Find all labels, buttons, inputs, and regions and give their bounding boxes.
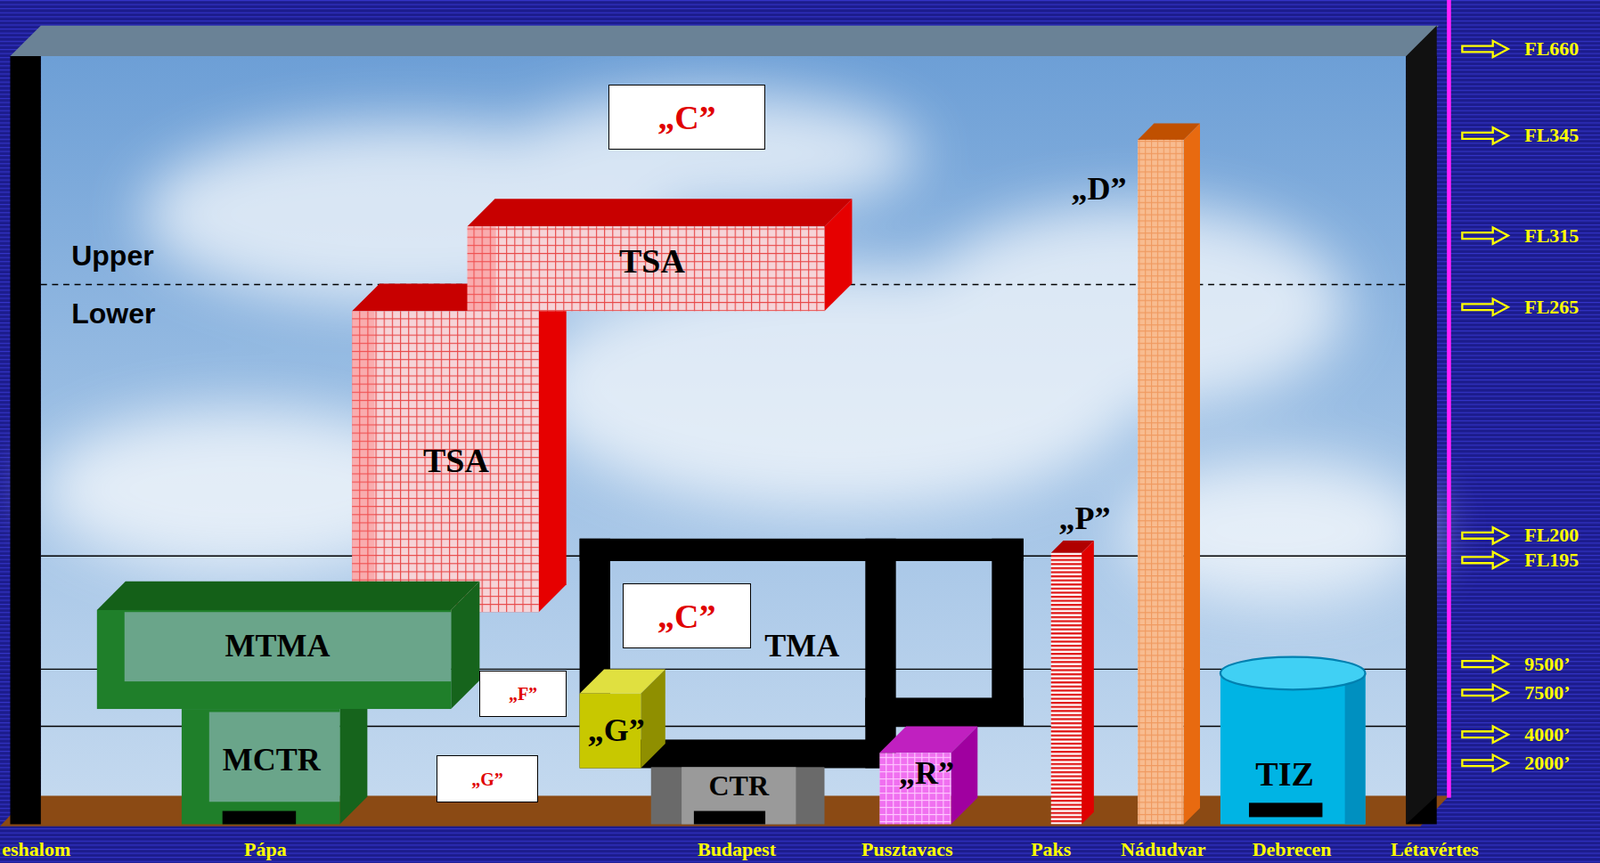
node-text: „F” [508,685,538,703]
region-label: Lower [71,299,156,328]
node-text: TIZ [1255,757,1314,792]
airspace-g-label: „G” [573,707,660,755]
d-airspace-bar [1137,123,1200,825]
p-airspace-bar [1051,540,1094,825]
node-text: TSA [423,443,490,478]
airspace-class-box: „C” [622,583,752,649]
altitude-label: 9500’ [1524,654,1570,675]
roof-slab [9,25,1439,57]
frame-pillar [1405,25,1437,825]
level-arrow [1461,685,1509,702]
node-text: „P” [1059,502,1111,535]
level-arrow [1461,127,1509,144]
altitude-label: 7500’ [1524,683,1570,703]
location-label: Létavértes [1390,840,1479,860]
node-text: MTMA [225,629,331,662]
altitude-label: FL265 [1524,297,1579,318]
tma-label: TMA [752,620,851,671]
level-arrow [1461,40,1509,58]
altitude-label: FL660 [1524,39,1579,59]
airspace-class-box: „F” [479,670,566,719]
node-text: „D” [1071,172,1127,205]
tma-frame [579,538,1024,769]
level-arrow [1461,655,1509,672]
level-arrow [1461,552,1509,569]
node-text: CTR [708,771,769,800]
airspace-class-box: „G” [436,755,538,804]
airspace-r-label: „R” [877,750,976,798]
tsa-lower-shape [351,283,567,613]
mctr-label: MCTR [183,734,360,786]
node-text: TSA [619,244,686,278]
node-text: „R” [898,757,955,790]
altitude-label: FL200 [1524,525,1579,546]
level-arrow [1461,527,1509,544]
level-arrow [1461,755,1509,772]
node-text: „G” [471,770,504,789]
altitude-label: FL195 [1524,550,1579,571]
location-label: Nádudvar [1120,840,1206,860]
mtma-shape [97,581,481,710]
level-arrow [1461,227,1509,244]
tiz-label: TIZ [1224,750,1345,800]
location-label: Pusztavacs [861,840,954,860]
tsa-label: TSA [374,428,538,492]
altitude-label: 2000’ [1524,753,1570,774]
region-label: Upper [71,241,154,270]
node-text: „C” [657,599,716,634]
ctr-shape [651,767,825,825]
airspace-class-box: „C” [608,84,766,150]
location-label: Debrecen [1252,840,1332,860]
location-label: eshalom [1,840,71,860]
node-text: TMA [764,629,840,662]
mtma-label: MTMA [124,617,432,675]
altitude-label: FL345 [1524,125,1579,146]
level-arrow [1461,726,1509,743]
sky [40,56,1407,801]
altitude-label: FL315 [1524,226,1579,246]
location-label: Paks [1030,840,1071,860]
ctr-label: CTR [681,767,796,804]
tiz-cylinder [1220,657,1366,825]
airspace-p-label: „P” [1048,496,1120,541]
location-label: Pápa [244,840,287,860]
node-text: MCTR [222,743,321,776]
r-airspace-cube [879,726,978,825]
frame-pillar [9,56,41,825]
level-arrows [1461,40,1509,772]
level-arrow [1461,299,1509,316]
altitude-label: 4000’ [1524,725,1570,745]
airspace-d-label: „D” [1061,165,1137,213]
fir-boundary [1446,0,1452,799]
tsa-label: TSA [479,226,825,296]
location-label: Budapest [697,840,776,860]
clouds [40,91,1429,603]
g-airspace-cube [579,669,666,768]
node-text: „C” [657,100,716,135]
node-text: „G” [587,714,645,747]
tsa-upper-shape [467,198,853,311]
